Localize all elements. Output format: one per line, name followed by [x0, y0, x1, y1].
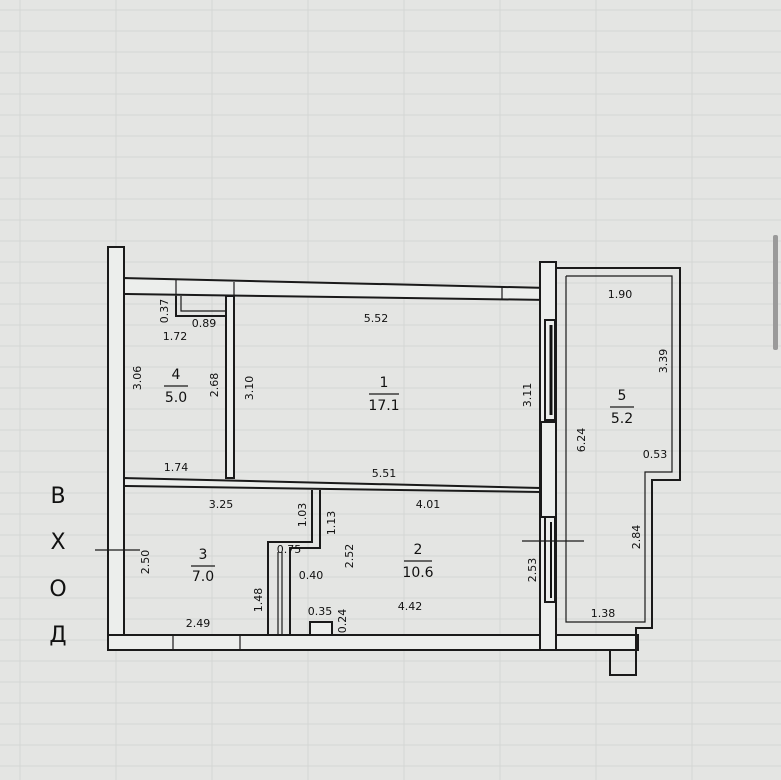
dimension-label: 1.90 — [608, 288, 633, 301]
dimension-label: 0.89 — [192, 317, 217, 330]
partition-horizontal — [123, 476, 541, 494]
dimension-label: 5.52 — [364, 312, 389, 325]
dimension-label: 5.51 — [372, 467, 397, 480]
dimension-label: 2.68 — [208, 373, 221, 398]
balcony-door — [540, 421, 557, 518]
walls — [107, 246, 681, 676]
room-area: 10.6 — [402, 565, 433, 581]
bottom-wall — [107, 634, 639, 651]
room-4: 4 5.0 — [164, 367, 188, 406]
entrance-letter: Х — [50, 530, 65, 555]
entrance-letter: Д — [49, 623, 66, 648]
room-area: 5.0 — [165, 390, 187, 406]
room-area: 5.2 — [611, 411, 633, 427]
dimension-label: 3.06 — [131, 366, 144, 391]
dimension-label: 0.75 — [277, 543, 302, 556]
dimension-label: 0.40 — [299, 569, 324, 582]
dimension-label: 2.53 — [526, 558, 539, 583]
dimension-label: 0.53 — [643, 448, 668, 461]
entrance-letter: О — [49, 577, 66, 602]
room-number: 1 — [380, 375, 389, 391]
dimension-label: 2.52 — [343, 544, 356, 569]
dimension-label: 2.49 — [186, 617, 211, 630]
dimension-label: 3.39 — [657, 349, 670, 374]
entrance-label: В Х О Д — [49, 484, 66, 648]
scrollbar[interactable] — [773, 235, 778, 350]
dimension-label: 1.74 — [164, 461, 189, 474]
dimension-label: 3.10 — [243, 376, 256, 401]
room-5-balcony: 5 5.2 — [610, 388, 634, 427]
dimension-label: 0.35 — [308, 605, 333, 618]
dimension-label: 1.48 — [252, 588, 265, 613]
left-outer-wall — [107, 246, 125, 651]
dimension-label: 1.38 — [591, 607, 616, 620]
entrance-letter: В — [50, 484, 65, 509]
room-number: 3 — [199, 547, 208, 563]
dimension-label: 2.50 — [139, 550, 152, 575]
dimension-label: 0.24 — [336, 609, 349, 634]
top-wall — [123, 276, 549, 302]
dimension-label: 3.25 — [209, 498, 234, 511]
room-area: 7.0 — [192, 569, 214, 585]
room-3: 3 7.0 — [191, 547, 215, 585]
dimension-label: 4.01 — [416, 498, 441, 511]
dimension-label: 3.11 — [521, 383, 534, 408]
room-number: 5 — [618, 388, 627, 404]
room-area: 17.1 — [368, 398, 399, 414]
shaft-box — [309, 621, 333, 636]
dimension-label: 6.24 — [575, 428, 588, 453]
room-2: 2 10.6 — [402, 542, 433, 581]
dimension-label: 1.72 — [163, 330, 188, 343]
room-number: 4 — [172, 367, 181, 383]
dimension-labels: 5.52 1.72 0.37 0.89 3.06 2.68 3.10 3.11 … — [131, 288, 670, 633]
room-number: 2 — [414, 542, 423, 558]
room-1: 1 17.1 — [368, 375, 399, 414]
dimension-label: 2.84 — [630, 525, 643, 550]
dimension-label: 1.13 — [325, 511, 338, 536]
dimension-label: 1.03 — [296, 503, 309, 528]
dimension-label: 0.37 — [158, 299, 171, 324]
dimension-label: 4.42 — [398, 600, 423, 613]
partition-4-1 — [225, 295, 235, 479]
